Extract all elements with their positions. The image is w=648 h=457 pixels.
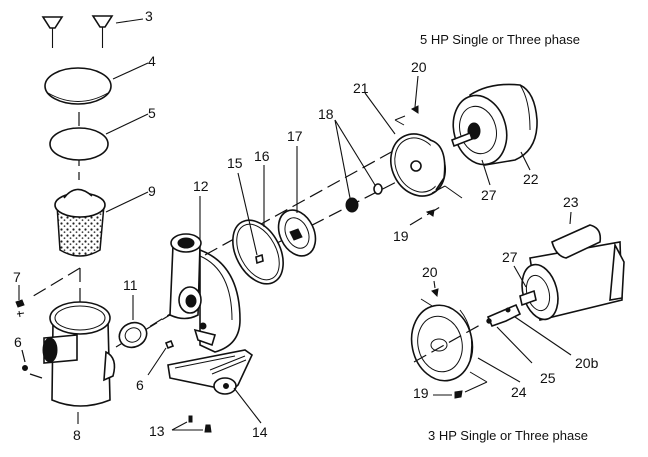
pump-body-part xyxy=(169,233,241,353)
strainer-housing-part xyxy=(42,301,116,407)
callout-15: 15 xyxy=(227,155,243,171)
strainer-basket-part xyxy=(54,188,106,257)
callout-24: 25 xyxy=(540,370,556,386)
callout-27b: 27 xyxy=(502,249,518,265)
callout-16: 16 xyxy=(254,148,270,164)
callout-7: 7 xyxy=(13,269,21,285)
shaft-seal-part xyxy=(345,183,383,213)
shaft-extension-part xyxy=(486,303,522,328)
callout-21: 21 xyxy=(353,80,369,96)
callout-9: 9 xyxy=(148,183,156,199)
gasket-part xyxy=(118,321,148,349)
diffuser-part xyxy=(232,219,284,285)
caption-3hp: 3 HP Single or Three phase xyxy=(428,428,588,443)
callout-20a: 20 xyxy=(411,59,427,75)
callout-18: 18 xyxy=(318,106,334,122)
callout-14: 14 xyxy=(252,424,268,440)
callout-25: 20b xyxy=(575,355,599,371)
callout-4: 4 xyxy=(148,53,156,69)
callout-12: 12 xyxy=(193,178,209,194)
strainer-lid-part xyxy=(44,67,112,105)
support-foot-part xyxy=(167,349,254,395)
callout-19b: 19 xyxy=(413,385,429,401)
caption-5hp: 5 HP Single or Three phase xyxy=(420,32,580,47)
seal-plate-3hp-part xyxy=(410,304,481,382)
callout-13: 13 xyxy=(149,423,165,439)
callout-5: 5 xyxy=(148,105,156,121)
motor-5hp-part xyxy=(451,83,538,166)
callout-6b: 6 xyxy=(136,377,144,393)
callout-3: 3 xyxy=(145,8,153,24)
impeller-part xyxy=(277,209,317,257)
callout-6a: 6 xyxy=(14,334,22,350)
callout-26: 24 xyxy=(511,384,527,400)
callout-11: 11 xyxy=(123,277,138,293)
lid-o-ring-part xyxy=(49,127,109,161)
callout-23: 23 xyxy=(563,194,579,210)
callout-19a: 19 xyxy=(393,228,409,244)
callout-8: 8 xyxy=(73,427,81,443)
motor-3hp-part xyxy=(519,224,625,321)
callout-22: 22 xyxy=(523,171,539,187)
callout-17: 17 xyxy=(287,128,303,144)
seal-plate-5hp-part xyxy=(390,133,446,197)
callout-20b: 20 xyxy=(422,264,438,280)
callout-27a: 27 xyxy=(481,187,497,203)
lid-knob-part xyxy=(41,15,114,48)
